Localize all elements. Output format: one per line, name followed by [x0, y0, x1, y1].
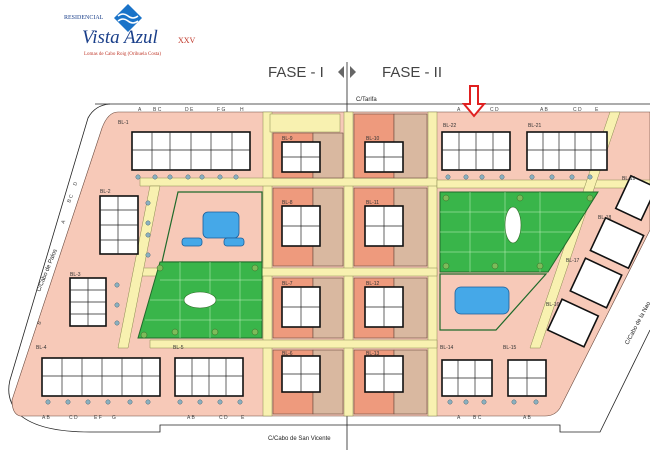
unit-letter: D E — [185, 107, 194, 113]
unit-letter: C D — [69, 415, 78, 421]
right-park — [439, 191, 599, 331]
unit-letter: C D — [219, 415, 228, 421]
street-right-label: C/Cabo de la Nao — [624, 300, 650, 346]
block-label-bl22: BL-22 — [443, 123, 457, 129]
unit-letter: A B — [540, 107, 548, 113]
unit-letter: B C — [66, 193, 75, 203]
logo: RESIDENCIAL Vista Azul XXV Lomas de Cabo… — [64, 4, 196, 57]
street-top-label: C/Tarifa — [356, 97, 377, 103]
block-label-bl17: BL-17 — [566, 258, 580, 264]
phase-divider-icon — [338, 66, 356, 78]
unit-letter: A B — [187, 415, 195, 421]
block-label-bl10: BL-10 — [366, 136, 380, 142]
unit-letter: B — [36, 320, 43, 326]
block-label-bl21: BL-21 — [528, 123, 542, 129]
logo-number: XXV — [178, 36, 196, 45]
block-labels: BL-1 BL-2 BL-3 BL-4 BL-5 BL-6 BL-7 BL-8 … — [36, 120, 636, 357]
block-label-bl14: BL-14 — [440, 345, 454, 351]
unit-letter: A B — [42, 415, 50, 421]
block-label-bl2: BL-2 — [100, 189, 111, 195]
logo-diamond-icon — [114, 4, 142, 32]
left-pool — [202, 211, 240, 239]
unit-letter: A — [138, 107, 142, 113]
phase-2-label: FASE - II — [382, 64, 442, 81]
block-label-bl6: BL-6 — [282, 351, 293, 357]
phase-1-label: FASE - I — [268, 64, 324, 81]
garden-markers — [45, 174, 593, 405]
block-label-bl11: BL-11 — [366, 200, 379, 206]
block-label-bl4: BL-4 — [36, 345, 47, 351]
unit-letter: E — [595, 107, 599, 113]
unit-letter: E F — [94, 415, 102, 421]
unit-letter: A — [457, 107, 461, 113]
unit-letter: C D — [490, 107, 499, 113]
block-label-bl1: BL-1 — [118, 120, 129, 126]
block-label-bl3: BL-3 — [70, 272, 81, 278]
logo-name: Vista Azul — [82, 27, 158, 48]
unit-letter: E — [241, 415, 245, 421]
block-label-bl16: BL-16 — [546, 302, 560, 308]
unit-letter: A — [457, 415, 461, 421]
unit-letters: A B C D E F G H A C D A B C D E A B C D … — [36, 107, 599, 421]
street-bottom-label: C/Cabo de San Vicente — [268, 436, 331, 442]
block-label-bl8: BL-8 — [282, 200, 293, 206]
unit-letter: G — [112, 415, 116, 421]
right-pool — [454, 286, 510, 315]
unit-letter: C D — [573, 107, 582, 113]
block-label-bl19: BL-19 — [622, 176, 636, 182]
unit-letter: A — [60, 219, 67, 225]
building-bl18 — [589, 216, 645, 270]
block-label-bl5: BL-5 — [173, 345, 184, 351]
unit-letter: D — [72, 181, 79, 187]
unit-letter: B C — [473, 415, 482, 421]
walkways — [117, 111, 650, 417]
building-bl21 — [526, 131, 608, 171]
highlight-arrow-down-icon — [461, 85, 487, 118]
unit-letter: A B — [523, 415, 531, 421]
building-bl16 — [546, 298, 600, 348]
block-label-bl15: BL-15 — [503, 345, 517, 351]
building-bl17 — [569, 257, 623, 309]
building-bl19 — [614, 174, 650, 222]
unit-letter: H — [240, 107, 244, 113]
block-label-bl18: BL-18 — [598, 215, 612, 221]
left-park — [137, 191, 263, 339]
block-label-bl7: BL-7 — [282, 281, 293, 287]
block-label-bl12: BL-12 — [366, 281, 380, 287]
block-label-bl9: BL-9 — [282, 136, 293, 142]
unit-letter: B C — [153, 107, 162, 113]
block-label-bl13: BL-13 — [366, 351, 380, 357]
unit-letter: F G — [217, 107, 225, 113]
logo-prefix: RESIDENCIAL — [64, 15, 104, 21]
buildings — [41, 131, 650, 397]
logo-location: Lomas de Cabo Roig (Orihuela Costa) — [84, 52, 161, 57]
